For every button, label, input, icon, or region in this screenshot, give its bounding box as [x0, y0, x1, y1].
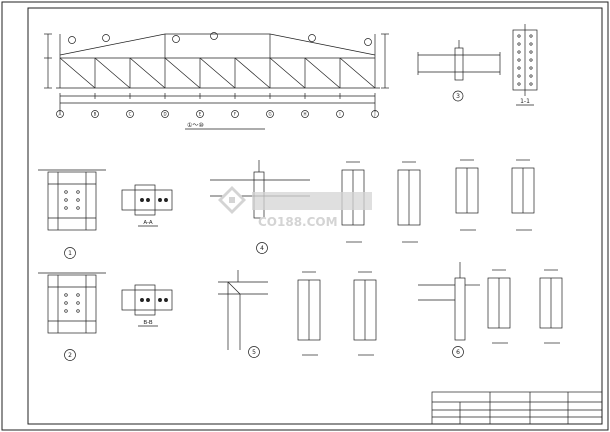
detail-2-label: 2: [68, 352, 72, 359]
grid-label: J: [373, 112, 375, 117]
detail-5-label: 5: [252, 349, 256, 356]
section-1-1: [512, 24, 538, 106]
detail-2: [38, 272, 106, 361]
grid-label: E: [199, 112, 202, 117]
inner-frame: [27, 7, 603, 425]
grid-label: C: [129, 112, 132, 117]
weld-sections-row2: [297, 269, 563, 356]
detail-6-label: 6: [456, 349, 460, 356]
detail-6: [418, 262, 480, 358]
watermark-mark: CO188.COM: [258, 215, 338, 229]
elevation-grid-labels: A B C D E F G H I J: [59, 112, 376, 117]
elevation-title-prefix: ①～⑩: [187, 122, 204, 129]
section-b-b-label: B-B: [143, 320, 153, 326]
grid-label: F: [234, 112, 237, 117]
grid-label: H: [303, 112, 306, 117]
title-block: [431, 391, 603, 425]
section-1-1-label: 1-1: [520, 98, 530, 105]
grid-label: B: [94, 112, 97, 117]
detail-1: [38, 169, 106, 259]
section-b-b: [121, 284, 173, 327]
weld-sections-row1: [341, 159, 535, 243]
watermark: CO188.COM: [218, 186, 372, 229]
detail-4-label: 4: [260, 245, 264, 252]
grid-label: A: [59, 112, 62, 117]
grid-label: D: [163, 112, 166, 117]
section-a-a: [121, 184, 173, 227]
grid-label: G: [268, 112, 271, 117]
detail-3-label: 3: [456, 93, 460, 100]
watermark-logo-icon: [218, 186, 246, 214]
grid-label: I: [339, 112, 340, 117]
frame-elevation: [44, 32, 389, 130]
section-a-a-label: A-A: [143, 220, 153, 226]
detail-3: [417, 40, 501, 102]
detail-5: [218, 270, 268, 358]
detail-1-label: 1: [68, 250, 72, 257]
